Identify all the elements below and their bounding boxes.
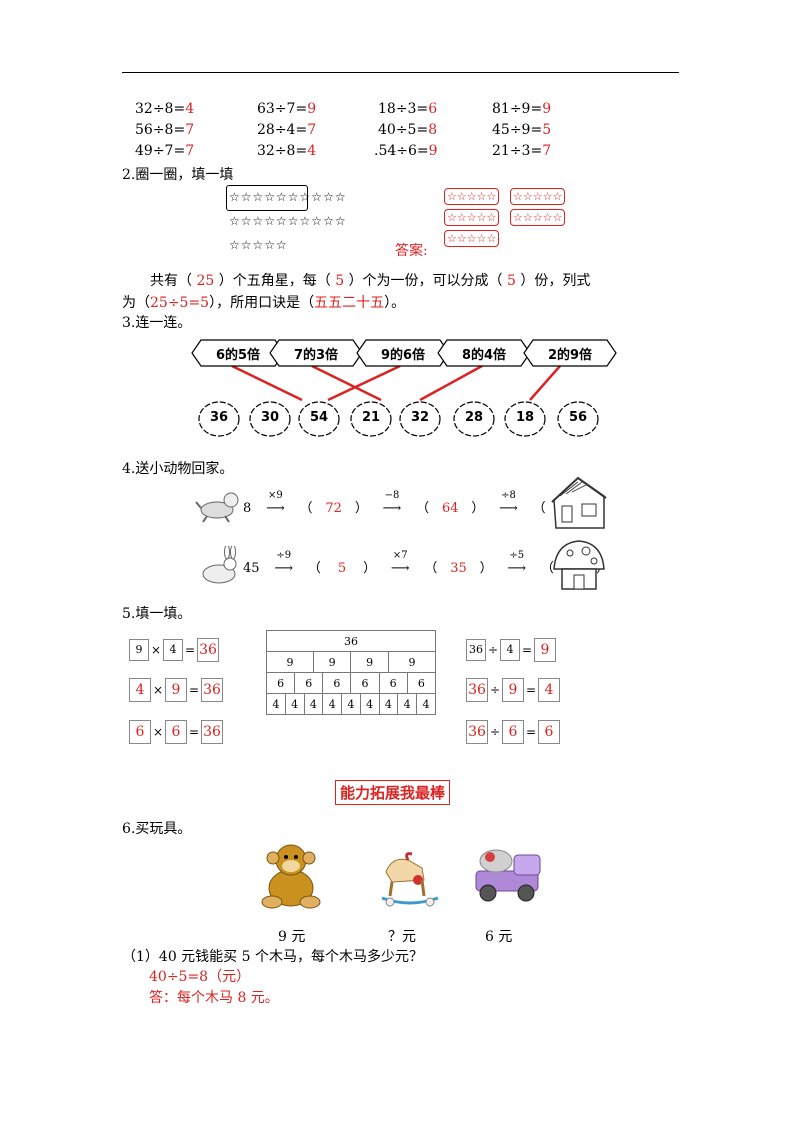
fill-sentence-line-1: 共有（ 25 ）个五角星，每（ 5 ）个为一份，可以分成（ 5 ）份，列式 [150, 273, 591, 289]
question-1: （1）40 元钱能买 5 个木马，每个木马多少元？ [122, 949, 423, 965]
mixer-truck-icon [475, 849, 541, 902]
multiply-row: 6×6=36 [129, 720, 223, 744]
divide-row: 36÷9=4 [466, 678, 560, 702]
multiple-tag[interactable]: 9的6倍 [356, 339, 450, 367]
solution-line: 40÷5=8（元） [149, 969, 251, 985]
house-icon [551, 476, 607, 529]
multiple-tag[interactable]: 8的4倍 [437, 339, 531, 367]
animal-chain-2: 45 ÷9⟶ （ 5 ） ×7⟶ （ 35 ） ÷5⟶ （ 7 ） [243, 550, 609, 576]
animal-chain-1: 8 ×9⟶ （ 72 ） −8⟶ （ 64 ） ÷8⟶ （ 8 ） [243, 490, 601, 516]
horse-price: ？元 [388, 929, 416, 945]
number-cloud[interactable]: 21 [349, 400, 393, 438]
answer-star-group: ☆☆☆☆☆ [444, 230, 500, 247]
star-row: ☆☆☆☆☆☆☆☆☆☆ [229, 214, 347, 228]
equation: 32÷8=4 [135, 101, 195, 117]
rabbit-icon [202, 546, 237, 584]
answer-star-group: ☆☆☆☆☆ [510, 209, 566, 226]
section-4-heading: 4.送小动物回家。 [122, 461, 234, 477]
answer-star-group: ☆☆☆☆☆ [444, 209, 500, 226]
top-rule [122, 72, 679, 73]
number-cloud[interactable]: 54 [297, 400, 341, 438]
match-lines [231, 364, 561, 402]
section-2-heading: 2.圈一圈，填一填 [122, 167, 234, 183]
number-cloud[interactable]: 56 [556, 400, 600, 438]
star-row: ☆☆☆☆☆☆☆☆☆☆ [229, 190, 347, 204]
partition-grid: 36 9 9 9 9 6 6 6 6 6 6 4 4 4 4 4 4 4 4 4 [265, 630, 437, 715]
equation: .54÷6=9 [374, 143, 438, 159]
section-6-heading: 6.买玩具。 [122, 821, 192, 837]
divide-row: 36÷4=9 [466, 638, 556, 662]
equation: 49÷7=7 [135, 143, 195, 159]
equation: 63÷7=9 [257, 101, 317, 117]
answer-line: 答：每个木马 8 元。 [149, 990, 279, 1006]
monkey-price: 9 元 [278, 929, 306, 945]
mushroom-house-icon [553, 540, 605, 590]
multiply-row: 4×9=36 [129, 678, 223, 702]
multiple-tag[interactable]: 2的9倍 [523, 339, 617, 367]
multiple-tag[interactable]: 7的3倍 [269, 339, 363, 367]
truck-price: 6 元 [485, 929, 513, 945]
divide-row: 36÷6=6 [466, 720, 560, 744]
circle-group-box [226, 185, 308, 211]
section-3-heading: 3.连一连。 [122, 315, 192, 331]
multiple-tag[interactable]: 6的5倍 [191, 339, 285, 367]
dog-icon [195, 492, 239, 523]
answer-label: 答案: [395, 243, 428, 259]
multiply-row: 9×4=36 [129, 638, 219, 662]
equation: 45÷9=5 [492, 122, 552, 138]
answer-star-group: ☆☆☆☆☆ [444, 188, 500, 205]
number-cloud[interactable]: 28 [452, 400, 496, 438]
equation: 40÷5=8 [378, 122, 438, 138]
ability-banner: 能力拓展我最棒 [335, 780, 451, 805]
equation: 32÷8=4 [257, 143, 317, 159]
rocking-horse-icon [381, 852, 439, 907]
answer-star-group: ☆☆☆☆☆ [510, 188, 566, 205]
equation: 28÷4=7 [257, 122, 317, 138]
equation: 56÷8=7 [135, 122, 195, 138]
equation: 81÷9=9 [492, 101, 552, 117]
equation: 18÷3=6 [378, 101, 438, 117]
number-cloud[interactable]: 32 [398, 400, 442, 438]
number-cloud[interactable]: 18 [503, 400, 547, 438]
number-cloud[interactable]: 36 [197, 400, 241, 438]
section-5-heading: 5.填一填。 [122, 606, 192, 622]
fill-sentence-line-2: 为（25÷5=5），所用口诀是（五五二十五）。 [122, 295, 406, 311]
number-cloud[interactable]: 30 [248, 400, 292, 438]
star-row: ☆☆☆☆☆ [229, 238, 288, 252]
equation: 21÷3=7 [492, 143, 552, 159]
monkey-toy-icon [261, 844, 321, 909]
